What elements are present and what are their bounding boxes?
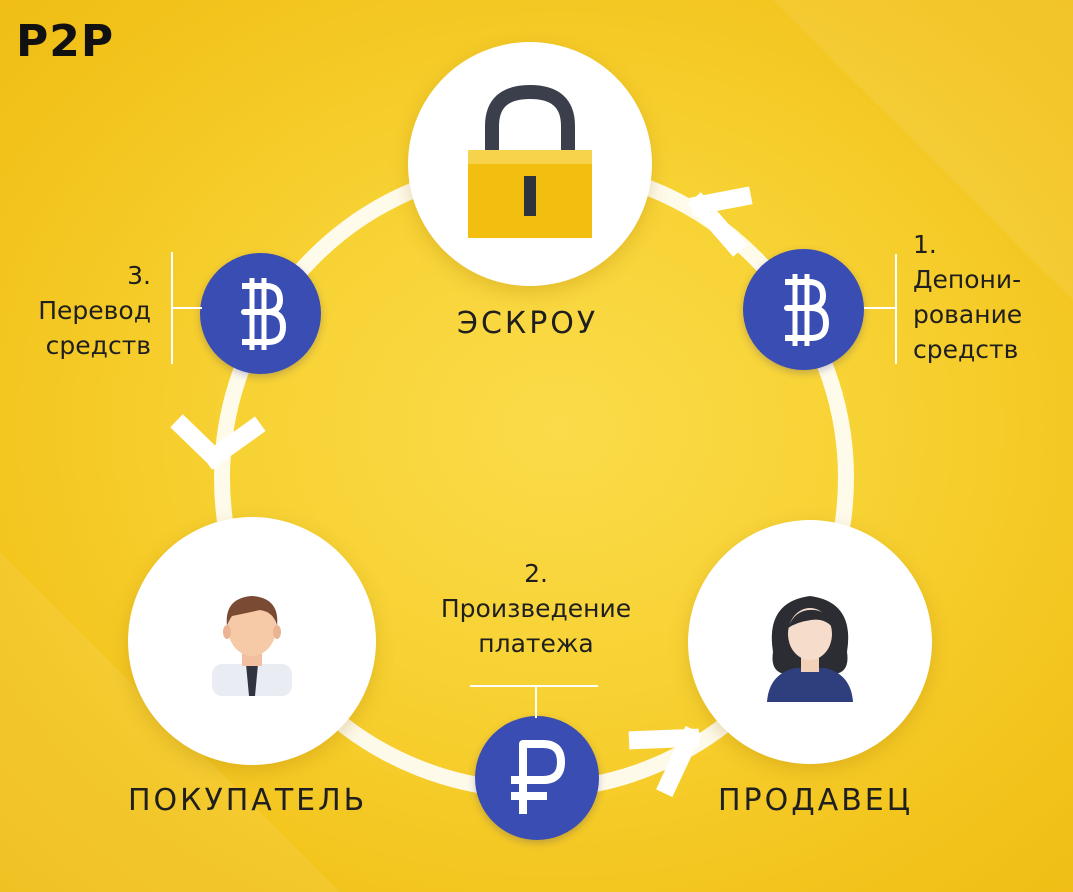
payment-note: 2. Произведение платежа (404, 556, 668, 661)
deposit-note: 1. Депони- рование средств (913, 227, 1022, 367)
payment-line-2: платежа (478, 629, 594, 658)
woman-avatar-icon (767, 596, 853, 702)
transfer-number: 3. (127, 261, 151, 290)
deposit-line-1: Депони- (913, 265, 1022, 294)
transfer-line-1: Перевод (38, 296, 151, 325)
padlock-icon (468, 84, 592, 238)
seller-node (688, 520, 932, 764)
payment-line-1: Произведение (440, 594, 632, 623)
deposit-number: 1. (913, 230, 937, 259)
deposit-coin (743, 249, 864, 370)
background-facet-right (773, 0, 1073, 300)
payment-coin (475, 716, 599, 840)
escrow-label: ЭСКРОУ (457, 306, 599, 341)
transfer-bracket-connector (172, 307, 202, 309)
deposit-bracket-vertical (895, 254, 897, 364)
arrow-up-right (687, 186, 753, 257)
transfer-line-2: средств (45, 331, 151, 360)
ruble-icon (511, 740, 565, 814)
brand-title: P2P (16, 16, 115, 67)
arrow-right-bottom (628, 726, 702, 797)
deposit-line-3: средств (913, 335, 1019, 364)
payment-bracket-horizontal (470, 685, 598, 687)
payment-number: 2. (524, 559, 548, 588)
buyer-label: ПОКУПАТЕЛЬ (128, 783, 368, 818)
payment-bracket-connector (535, 686, 537, 718)
deposit-bracket-connector (864, 307, 896, 309)
escrow-node (408, 42, 652, 286)
deposit-line-2: рование (913, 300, 1023, 329)
man-avatar-icon (212, 596, 292, 696)
arrow-down-left (170, 414, 266, 470)
transfer-note: 3. Перевод средств (38, 258, 151, 363)
bitcoin-icon (783, 273, 829, 346)
buyer-node (128, 517, 376, 765)
transfer-coin (200, 253, 321, 374)
bitcoin-icon (240, 277, 286, 350)
seller-label: ПРОДАВЕЦ (718, 783, 914, 818)
